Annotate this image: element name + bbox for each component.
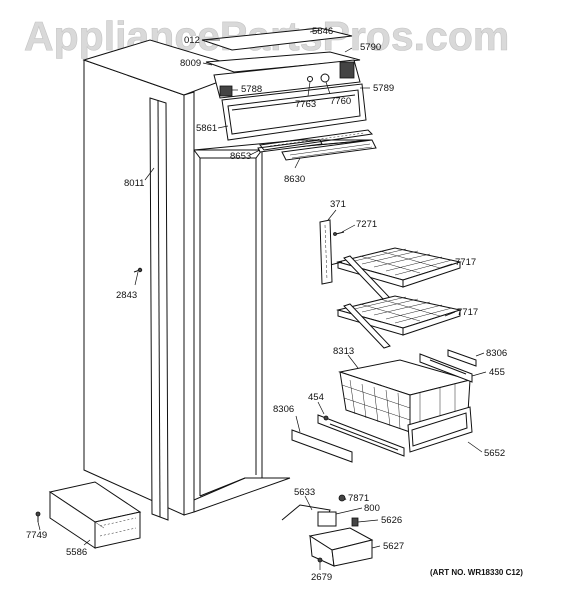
box-5586 <box>48 481 142 549</box>
callout-5626: 5626 <box>381 515 402 526</box>
callout-7271: 7271 <box>356 219 377 230</box>
part-7871 <box>338 494 346 502</box>
part-800 <box>317 511 337 527</box>
callout-7717-upper: 7717 <box>455 257 476 268</box>
callout-8653: 8653 <box>230 151 251 162</box>
callout-2843: 2843 <box>116 290 137 301</box>
trim-8009 <box>205 51 361 73</box>
callout-454: 454 <box>308 392 324 403</box>
callout-5633: 5633 <box>294 487 315 498</box>
callout-8630: 8630 <box>284 174 305 185</box>
callout-371: 371 <box>330 199 346 210</box>
callout-5788: 5788 <box>241 84 262 95</box>
control-housing <box>201 27 377 161</box>
callout-012: 012 <box>184 35 200 46</box>
screw-7271 <box>333 231 345 236</box>
art-number: (ART NO. WR18330 C12) <box>430 568 523 577</box>
callout-labels: 012 5846 5790 8009 5788 7763 7760 5789 5… <box>26 26 507 583</box>
screw-2843 <box>133 267 143 273</box>
callout-7763: 7763 <box>295 99 316 110</box>
leader-lines <box>37 29 487 570</box>
callout-7717-lower: 7717 <box>457 307 478 318</box>
callout-5790: 5790 <box>360 42 381 53</box>
callout-455: 455 <box>489 367 505 378</box>
callout-5861: 5861 <box>196 123 217 134</box>
part-5626 <box>351 517 359 527</box>
cover-8630 <box>281 139 377 161</box>
thermostat-knob-7760 <box>320 73 330 83</box>
callout-7871: 7871 <box>348 493 369 504</box>
callout-5627: 5627 <box>383 541 404 552</box>
callout-5789: 5789 <box>373 83 394 94</box>
callout-8009: 8009 <box>180 58 201 69</box>
callout-7749: 7749 <box>26 530 47 541</box>
callout-5652: 5652 <box>484 448 505 459</box>
part-2679 <box>317 557 323 563</box>
callout-8011: 8011 <box>124 178 144 189</box>
drawer-slide-8306-left <box>291 429 353 463</box>
screw-7749 <box>35 511 41 522</box>
drawer-slide-455 <box>419 353 473 383</box>
drawer-front-5652 <box>407 406 473 453</box>
callout-2679: 2679 <box>311 572 332 583</box>
shelf-lower-7717 <box>336 295 462 349</box>
cabinet-shell <box>82 39 373 521</box>
callout-5846: 5846 <box>312 26 333 37</box>
callout-800: 800 <box>364 503 380 514</box>
shelf-upper-7717 <box>329 247 462 301</box>
callout-8313: 8313 <box>333 346 354 357</box>
top-trim-012 <box>201 27 353 51</box>
drawer-slide-454 <box>317 414 405 457</box>
drawer-slide-8306-right <box>447 349 477 367</box>
assembly-5627 <box>281 494 374 567</box>
callout-8306-left: 8306 <box>273 404 294 415</box>
shelf-rail-371 <box>319 219 333 285</box>
callout-5586: 5586 <box>66 547 87 558</box>
knob-7763 <box>307 76 313 82</box>
callout-8306-right: 8306 <box>486 348 507 359</box>
callout-7760: 7760 <box>330 96 351 107</box>
